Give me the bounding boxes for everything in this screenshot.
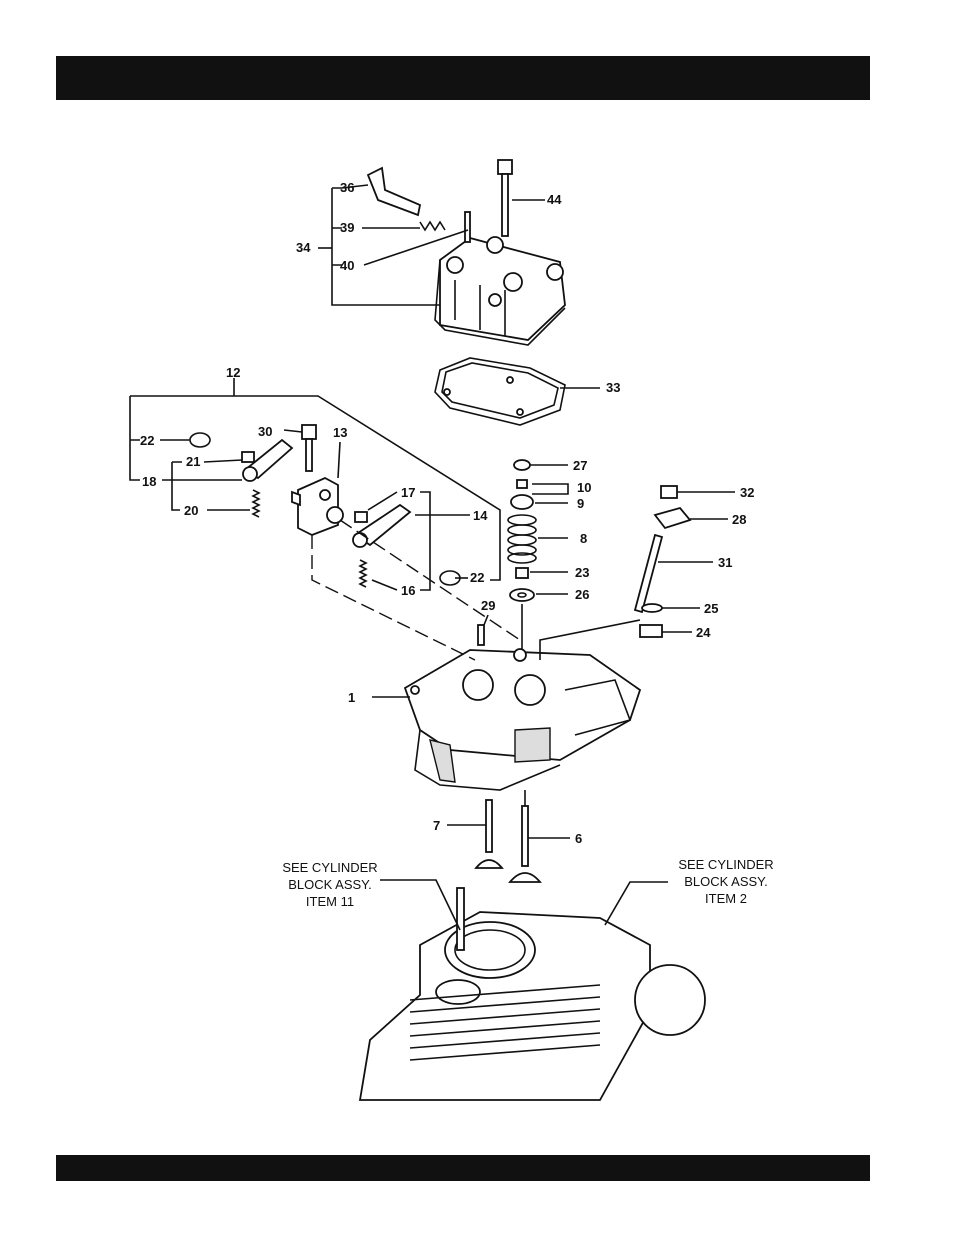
callout-25: 25: [704, 601, 718, 616]
callout-9: 9: [577, 496, 584, 511]
svg-text:ITEM 2: ITEM 2: [705, 891, 747, 906]
callout-22-left: 22: [140, 433, 154, 448]
cylinder-head: [405, 649, 640, 790]
callout-17: 17: [401, 485, 415, 500]
callout-6: 6: [575, 831, 582, 846]
callout-40: 40: [340, 258, 354, 273]
callout-34: 34: [296, 240, 311, 255]
valve-exhaust: [510, 806, 540, 882]
collar: [640, 625, 662, 637]
note-cylinder-block-item-11: SEE CYLINDER BLOCK ASSY. ITEM 11: [282, 860, 377, 909]
callout-10: 10: [577, 480, 591, 495]
callout-21: 21: [186, 454, 200, 469]
callout-12: 12: [226, 365, 240, 380]
rocker-shaft-bracket: [292, 478, 343, 535]
adjust-screw-right: [360, 560, 366, 587]
flange-nut: [661, 486, 677, 498]
callout-33: 33: [606, 380, 620, 395]
washer: [642, 604, 662, 612]
breather-lever: [368, 168, 420, 215]
valve-spring: [508, 515, 536, 563]
callout-8: 8: [580, 531, 587, 546]
adjust-screw-left: [253, 490, 259, 517]
callout-30: 30: [258, 424, 272, 439]
callout-22-right: 22: [470, 570, 484, 585]
callout-39: 39: [340, 220, 354, 235]
adjust-nut-left: [242, 452, 254, 462]
svg-text:SEE CYLINDER: SEE CYLINDER: [678, 857, 773, 872]
bracket-bolt: [302, 425, 316, 471]
callout-28: 28: [732, 512, 746, 527]
callout-24: 24: [696, 625, 711, 640]
spring-seat-washer: [510, 589, 534, 601]
svg-text:ITEM 11: ITEM 11: [306, 894, 354, 909]
valve-stem-seal: [516, 568, 528, 578]
circlip-left: [190, 433, 210, 447]
callout-36: 36: [340, 180, 354, 195]
rocker-cover-assembly: [435, 237, 565, 345]
breather-pin: [465, 212, 470, 242]
valve-cap: [514, 460, 530, 470]
svg-text:SEE CYLINDER: SEE CYLINDER: [282, 860, 377, 875]
valve-intake: [476, 800, 502, 868]
note-cylinder-block-item-2: SEE CYLINDER BLOCK ASSY. ITEM 2: [678, 857, 773, 906]
callout-27: 27: [573, 458, 587, 473]
spring-retainer: [511, 495, 533, 509]
callout-44: 44: [547, 192, 562, 207]
dowel-pin: [478, 625, 484, 645]
breather-spring: [420, 222, 445, 230]
callout-23: 23: [575, 565, 589, 580]
callout-31: 31: [718, 555, 732, 570]
svg-text:BLOCK ASSY.: BLOCK ASSY.: [684, 874, 768, 889]
svg-text:BLOCK ASSY.: BLOCK ASSY.: [288, 877, 372, 892]
cylinder-block-reference: [360, 888, 705, 1100]
cover-gasket: [435, 358, 565, 425]
callout-1: 1: [348, 690, 355, 705]
cover-bolt: [498, 160, 512, 236]
valve-cotter: [517, 480, 527, 488]
callout-13: 13: [333, 425, 347, 440]
dashed-alignment-lines: [312, 520, 520, 660]
callout-20: 20: [184, 503, 198, 518]
callout-7: 7: [433, 818, 440, 833]
callout-32: 32: [740, 485, 754, 500]
stud-bolt: [635, 535, 662, 612]
adjust-nut-right: [355, 512, 367, 522]
callout-26: 26: [575, 587, 589, 602]
push-rod-guide: [655, 508, 690, 528]
callout-29: 29: [481, 598, 495, 613]
callout-14: 14: [473, 508, 488, 523]
callout-16: 16: [401, 583, 415, 598]
callout-18: 18: [142, 474, 156, 489]
